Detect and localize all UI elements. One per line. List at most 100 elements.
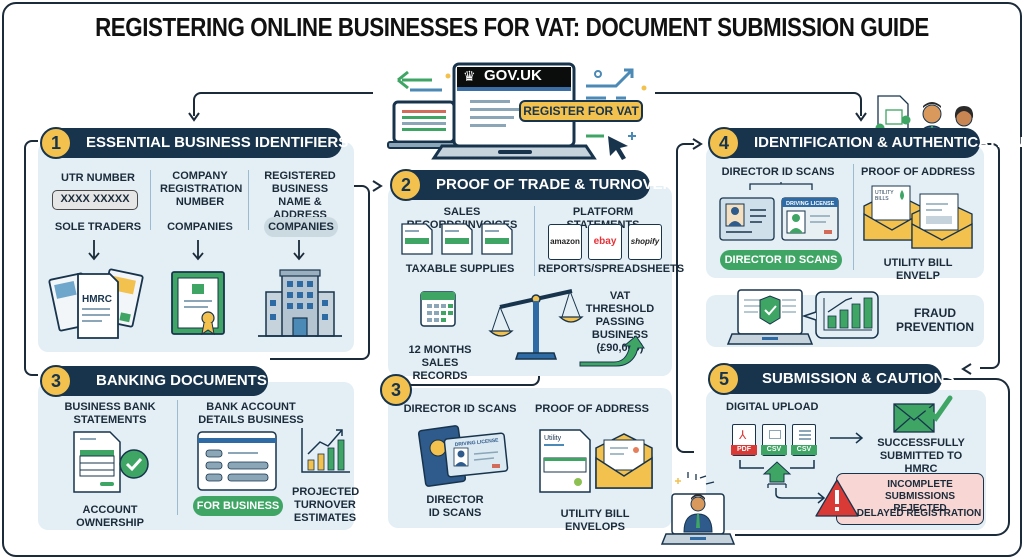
- section-1-badge: 1: [40, 127, 72, 159]
- svg-text:Utility: Utility: [544, 435, 562, 442]
- reports-caption: REPORTS/SPREADSHEETS: [538, 263, 685, 275]
- hmrc-documents-icon: HMRC: [48, 268, 144, 339]
- connector-s4-to-s5: [980, 143, 1000, 369]
- page-title: REGISTERING ONLINE BUSINESSES FOR VAT: D…: [95, 12, 929, 42]
- section-4-header: IDENTIFICATION & AUTHENTICATION: [710, 128, 1024, 158]
- registered-name-heading: REGISTERED BUSINESS NAME & ADDRESS: [264, 170, 336, 221]
- csv-file-icon: CSV: [761, 424, 787, 456]
- ebay-statement-icon: ebay: [588, 224, 622, 260]
- section-2-title: PROOF OF TRADE & TURNOVER: [436, 176, 674, 193]
- divider: [150, 170, 151, 230]
- connector-s1-to-s3: [24, 140, 38, 376]
- invoice-icons: [401, 223, 513, 255]
- registered-name-applies-to: COMPANIES: [264, 217, 338, 237]
- certificate-icon: [171, 271, 225, 336]
- section-5-header: SUBMISSION & CAUTIONS: [710, 364, 955, 394]
- arrow-down-icon: [855, 112, 867, 122]
- divider: [534, 206, 535, 276]
- section-1-title: ESSENTIAL BUSINESS IDENTIFIERS: [86, 134, 349, 151]
- bank-account-details-heading: BANK ACCOUNT DETAILS BUSINESS: [198, 401, 304, 426]
- utility-bill-caption: UTILITY BILL ENVELOPS: [560, 508, 630, 533]
- pdf-file-icon: PDF⅄: [731, 424, 757, 456]
- turnover-chart-icon: [301, 428, 350, 473]
- section-3-title: BANKING DOCUMENTS: [96, 372, 267, 389]
- section-4-badge: 4: [708, 127, 740, 159]
- crown-icon: ♛: [463, 68, 476, 84]
- fraud-prevention-illustration: [726, 289, 879, 345]
- utr-heading: UTR NUMBER: [61, 172, 135, 184]
- section-2-header: PROOF OF TRADE & TURNOVER: [392, 170, 674, 200]
- company-reg-applies-to: COMPANIES: [167, 221, 233, 233]
- warning-triangle-icon: [815, 479, 859, 517]
- calendar-icon: [420, 291, 456, 327]
- arrow-right-icon: [372, 180, 383, 192]
- director-id-pill: DIRECTOR ID SCANS: [720, 250, 842, 270]
- csv-file-icon: CSV: [791, 424, 817, 456]
- bank-statements-heading: BUSINESS BANK STATEMENTS: [64, 401, 156, 426]
- calendar-caption: 12 MONTHS SALES RECORDS: [408, 344, 472, 382]
- success-message: SUCCESSFULLY SUBMITTED TO HMRC: [877, 437, 965, 475]
- warning-rejected: INCOMPLETE SUBMISSIONS REJECTED: [884, 479, 955, 514]
- account-ownership-caption: ACCOUNT OWNERSHIP: [76, 504, 144, 529]
- proof-of-address-heading: PROOF OF ADDRESS: [535, 403, 649, 415]
- director-id-caption: DIRECTOR ID SCANS: [426, 494, 484, 519]
- warning-box: [836, 473, 984, 525]
- passport-license-icon: DRIVING LICENSE: [417, 425, 509, 487]
- taxable-supplies-caption: TAXABLE SUPPLIES: [405, 263, 515, 275]
- divider: [853, 164, 854, 270]
- section-5-badge: 5: [708, 363, 740, 395]
- arrow-left-icon: [961, 363, 972, 375]
- section-3-badge: 3: [40, 365, 72, 397]
- arrow-right-icon: [692, 138, 703, 150]
- register-for-vat-button[interactable]: REGISTER FOR VAT: [519, 100, 643, 122]
- utr-value-field: XXXX XXXXX: [52, 190, 138, 210]
- projected-turnover-caption: PROJECTED TURNOVER ESTIMATES: [292, 486, 360, 524]
- svg-text:HMRC: HMRC: [82, 294, 112, 305]
- bank-statement-check-icon: [73, 431, 149, 493]
- gov-portal-illustration: [387, 62, 647, 160]
- section-2-panel: [388, 186, 672, 376]
- section-3-header: BANKING DOCUMENTS: [42, 366, 268, 396]
- svg-text:DRIVING LICENSE: DRIVING LICENSE: [455, 438, 500, 449]
- arrow-down-icon: [88, 240, 100, 261]
- arrow-down-icon: [188, 112, 200, 122]
- divider: [248, 170, 249, 230]
- arrow-down-icon: [192, 240, 204, 261]
- upload-icon: [739, 460, 826, 504]
- director-id-heading: DIRECTOR ID SCANS: [721, 166, 835, 178]
- section-1-header: ESSENTIAL BUSINESS IDENTIFIERS: [42, 128, 348, 158]
- proof-of-address-heading: PROOF OF ADDRESS: [861, 166, 975, 178]
- connector-hero-to-s4: [655, 92, 862, 116]
- utility-envelopes-icon: UTILITY BILLS: [863, 185, 973, 249]
- svg-text:UTILITY: UTILITY: [875, 190, 894, 196]
- warning-delayed: DELAYED REGISTRATION: [856, 508, 982, 519]
- amazon-statement-icon: amazon: [548, 224, 582, 260]
- utility-bill-caption: UTILITY BILL ENVELP: [883, 257, 953, 282]
- shopify-statement-icon: shopify: [628, 224, 662, 260]
- office-building-icon: [258, 269, 342, 337]
- company-reg-heading: COMPANY REGISTRATION NUMBER: [160, 170, 243, 208]
- section-2-badge: 2: [390, 169, 422, 201]
- section-5-title: SUBMISSION & CAUTIONS: [762, 370, 955, 387]
- connector-s3b-to-s4: [676, 143, 694, 453]
- utr-applies-to: SOLE TRADERS: [54, 221, 142, 233]
- section-4-title: IDENTIFICATION & AUTHENTICATION: [754, 134, 1024, 151]
- connector-hero-to-s1: [193, 92, 373, 116]
- divider: [177, 400, 178, 515]
- svg-text:BILLS: BILLS: [875, 196, 889, 202]
- fraud-prevention-label: FRAUD PREVENTION: [895, 306, 974, 334]
- director-id-heading: DIRECTOR ID SCANS: [403, 403, 517, 415]
- utility-bill-envelope-icon: Utility: [539, 429, 653, 493]
- growth-arrow-icon: [579, 335, 645, 367]
- gov-uk-logo: GOV.UK: [484, 67, 542, 84]
- bracket-icon: [749, 182, 813, 190]
- digital-upload-heading: DIGITAL UPLOAD: [726, 401, 819, 413]
- envelope-check-icon: [893, 395, 953, 433]
- for-business-pill: FOR BUSINESS: [193, 496, 283, 516]
- online-advisor-icon: [660, 472, 736, 545]
- arrow-right-icon: [830, 432, 864, 444]
- section-3b-badge: 3: [380, 374, 412, 406]
- arrow-down-icon: [293, 240, 305, 261]
- balance-scale-icon: [488, 289, 584, 360]
- id-cards-icon: DRIVING LICENSE: [719, 197, 839, 241]
